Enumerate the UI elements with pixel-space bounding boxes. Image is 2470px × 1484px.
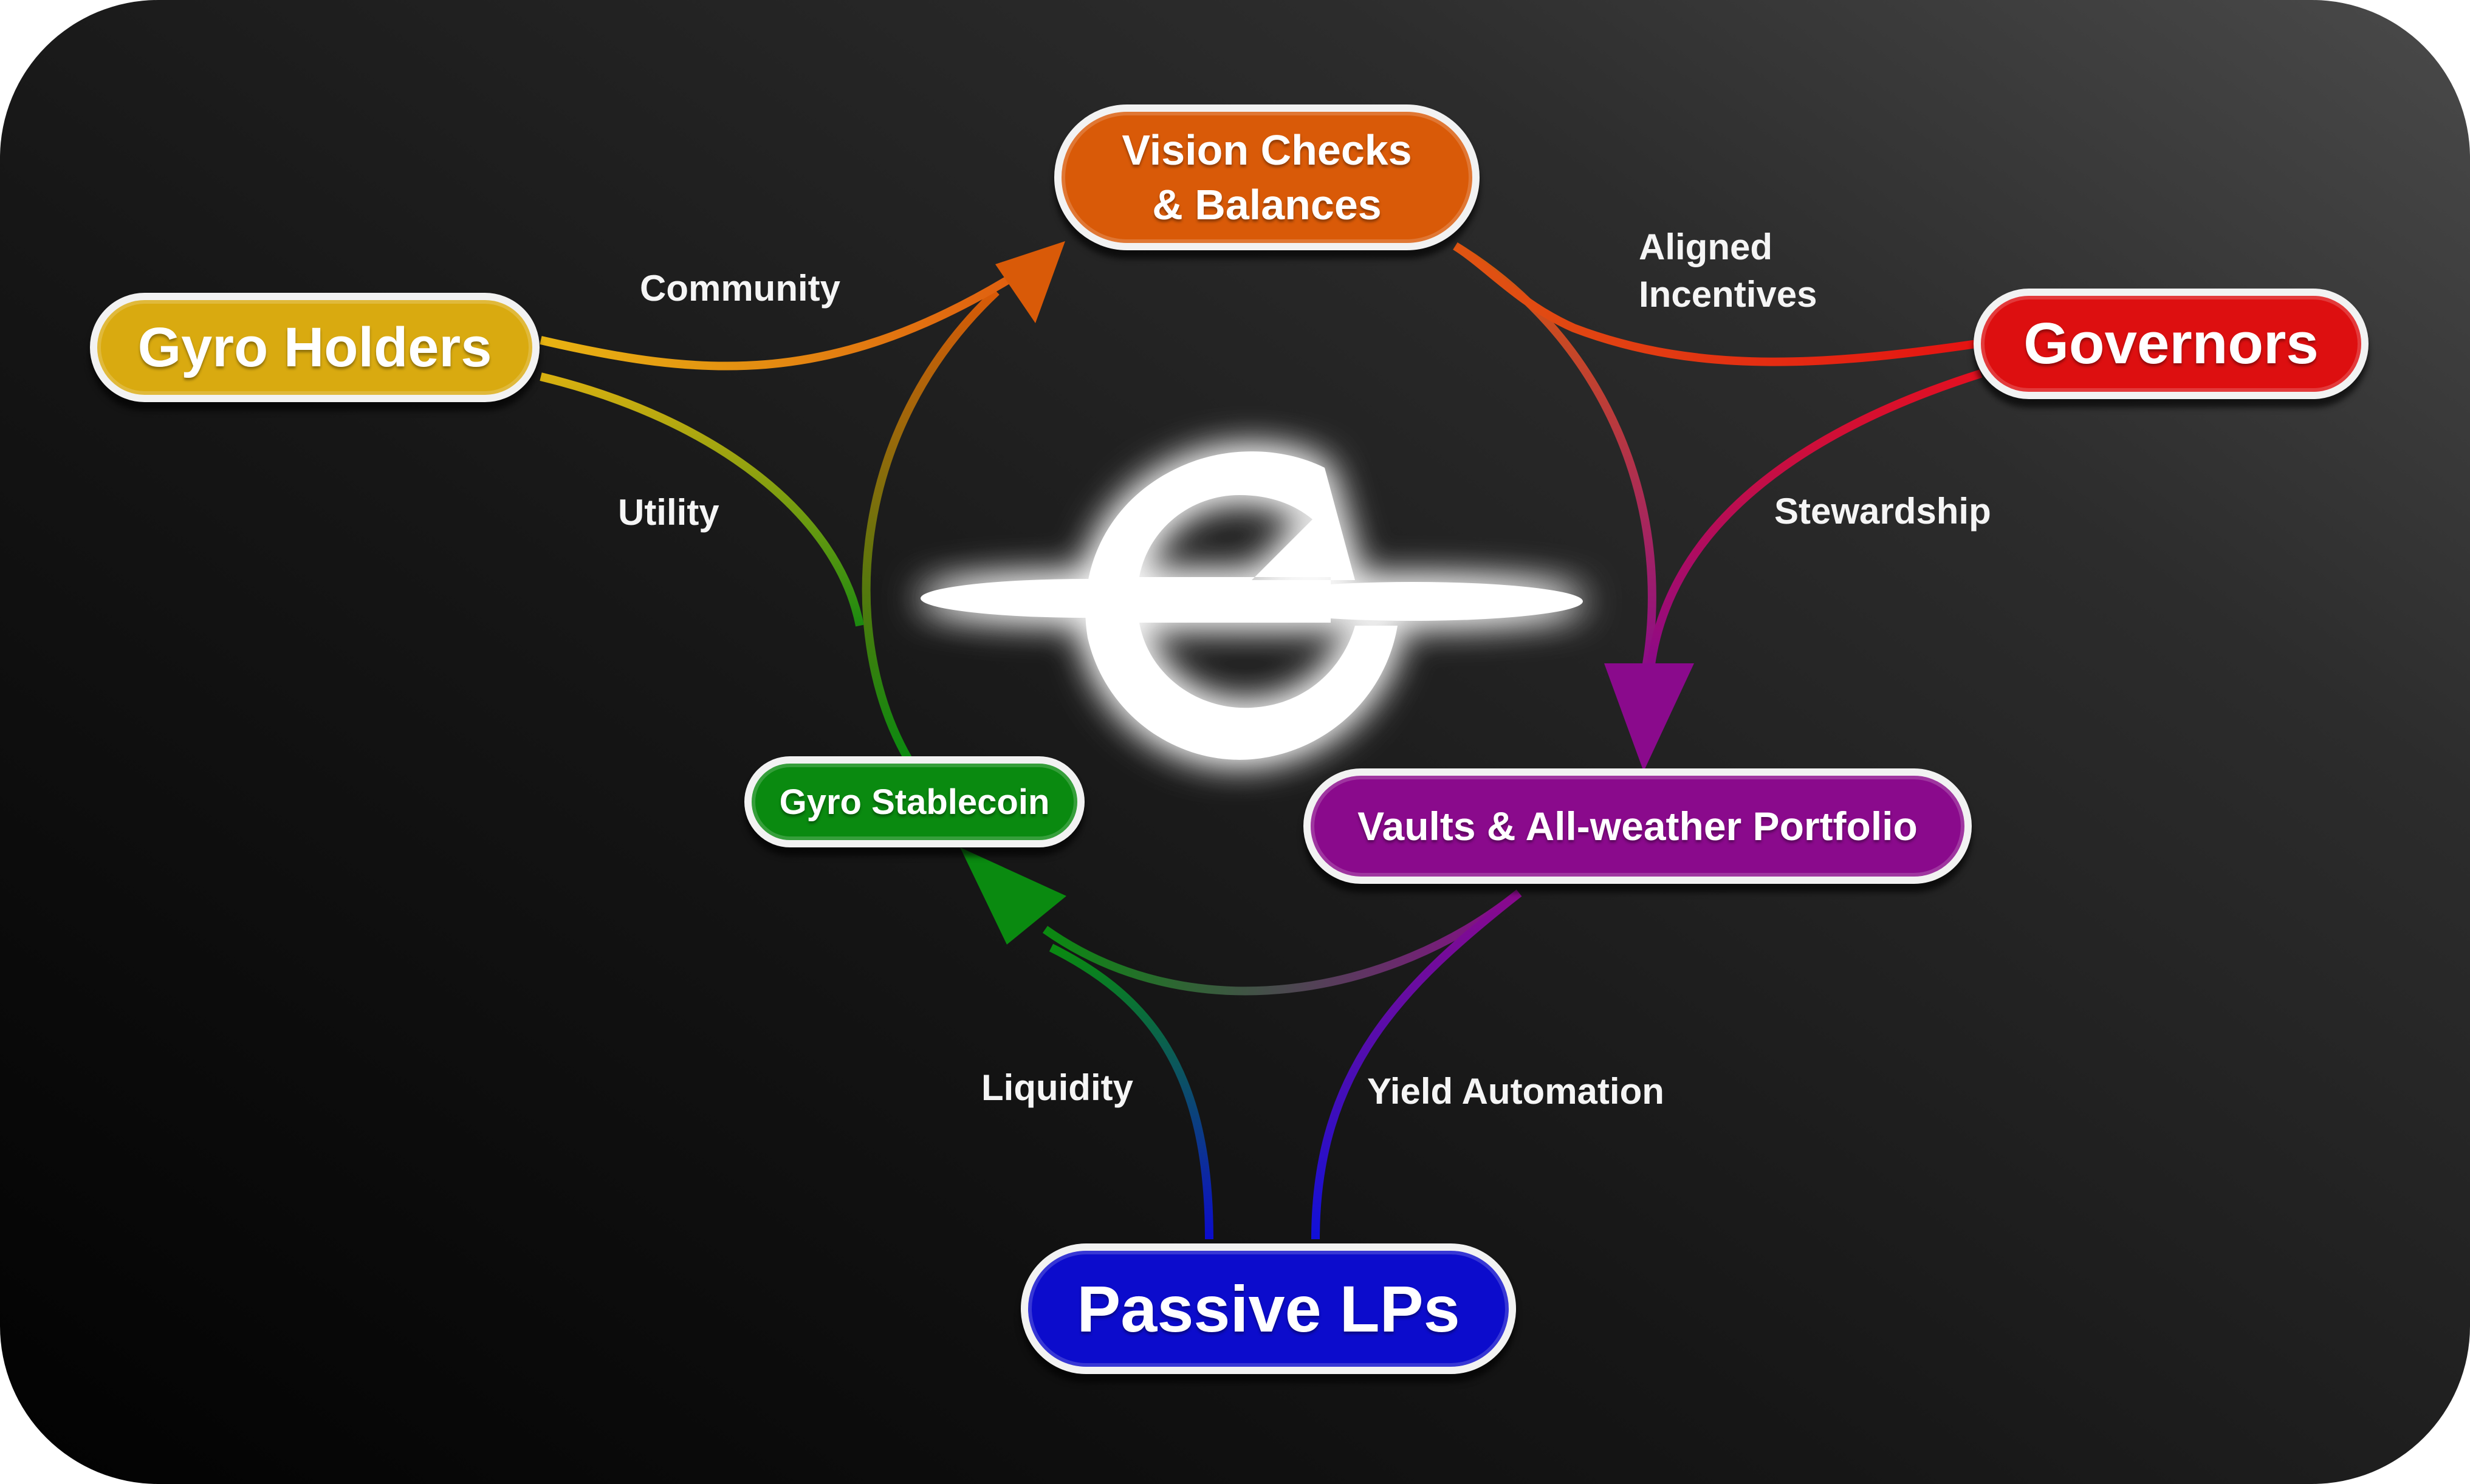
aligned-label: Aligned bbox=[1639, 227, 1772, 267]
gyro-holders-label: Gyro Holders bbox=[137, 316, 492, 378]
vision-checks-line1: Vision Checks bbox=[1122, 126, 1412, 174]
utility-label: Utility bbox=[618, 492, 719, 533]
arrowhead-vision bbox=[995, 241, 1065, 323]
yield-automation-label: Yield Automation bbox=[1367, 1071, 1664, 1112]
governors-label: Governors bbox=[2023, 311, 2319, 376]
vaults-label: Vaults & All-weather Portfolio bbox=[1357, 804, 1918, 849]
arrowhead-vaults bbox=[1604, 663, 1694, 771]
connector-stewardship bbox=[1645, 369, 1983, 675]
gyro-stablecoin-node[interactable]: Gyro Stablecoin bbox=[744, 756, 1085, 847]
incentives-label: Incentives bbox=[1639, 274, 1817, 315]
arc-stablecoin-to-vision bbox=[862, 288, 1000, 762]
vaults-node[interactable]: Vaults & All-weather Portfolio bbox=[1303, 768, 1972, 884]
arc-vaults-to-stablecoin bbox=[1042, 889, 1522, 996]
gyroscope-logo-icon bbox=[921, 451, 1583, 760]
passive-lps-node[interactable]: Passive LPs bbox=[1021, 1243, 1516, 1374]
aligned-incentives-label: Aligned Incentives bbox=[1639, 224, 1817, 318]
connector-liquidity bbox=[1049, 943, 1213, 1240]
passive-lps-label: Passive LPs bbox=[1077, 1272, 1460, 1346]
connector-utility bbox=[540, 372, 864, 627]
community-label: Community bbox=[640, 268, 840, 309]
connector-yield-automation bbox=[1311, 889, 1522, 1240]
gyro-holders-node[interactable]: Gyro Holders bbox=[90, 293, 540, 402]
connector-aligned-incentives bbox=[1453, 242, 1982, 366]
liquidity-label: Liquidity bbox=[981, 1067, 1133, 1108]
governors-node[interactable]: Governors bbox=[1974, 289, 2369, 399]
gyro-stablecoin-label: Gyro Stablecoin bbox=[779, 782, 1050, 822]
stewardship-label: Stewardship bbox=[1774, 491, 1991, 532]
vision-checks-node[interactable]: Vision Checks & Balances bbox=[1054, 104, 1480, 250]
connector-community bbox=[540, 275, 1011, 371]
arrowhead-stablecoin bbox=[960, 847, 1066, 945]
vision-checks-line2: & Balances bbox=[1152, 181, 1382, 228]
